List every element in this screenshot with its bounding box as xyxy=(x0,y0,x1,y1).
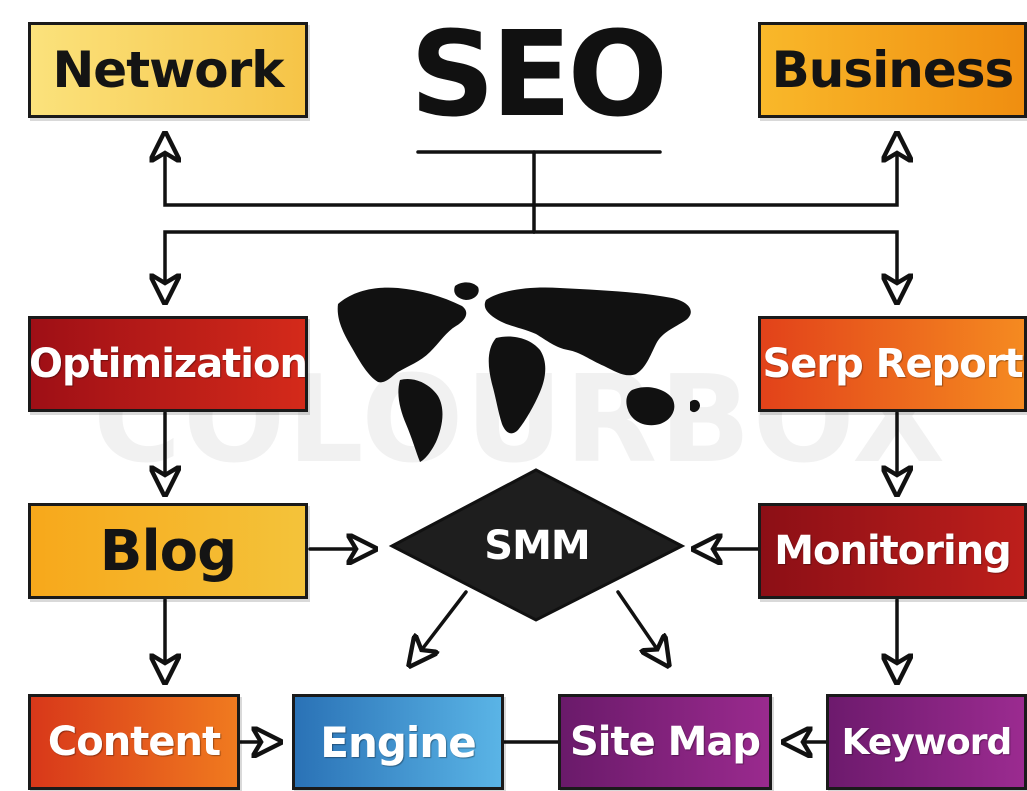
node-business-label: Business xyxy=(771,41,1015,99)
node-content-label: Content xyxy=(47,719,221,765)
node-keyword-label: Keyword xyxy=(841,721,1013,763)
smm-center-label: SMM xyxy=(484,523,590,569)
node-monitoring: Monitoring xyxy=(758,503,1027,599)
arrow-to-network xyxy=(165,134,536,207)
node-content: Content xyxy=(28,694,240,790)
node-site-map-label: Site Map xyxy=(569,719,761,765)
world-map-icon xyxy=(337,282,700,462)
node-optimization-label: Optimization xyxy=(29,341,307,387)
node-blog-label: Blog xyxy=(99,518,237,584)
arrow-smm-right xyxy=(616,590,668,665)
node-blog: Blog xyxy=(28,503,308,599)
arrow-to-optimization xyxy=(165,230,536,302)
node-engine: Engine xyxy=(292,694,504,790)
node-engine-label: Engine xyxy=(320,717,476,767)
node-business: Business xyxy=(758,22,1027,118)
arrow-to-serp-report xyxy=(532,230,897,302)
smm-diamond xyxy=(388,468,686,622)
node-site-map: Site Map xyxy=(558,694,772,790)
node-serp-report: Serp Report xyxy=(758,316,1027,412)
arrow-to-business xyxy=(532,134,897,207)
node-network: Network xyxy=(28,22,308,118)
node-optimization: Optimization xyxy=(28,316,308,412)
node-monitoring-label: Monitoring xyxy=(774,528,1012,574)
arrow-smm-left xyxy=(410,590,468,665)
node-network-label: Network xyxy=(52,41,284,99)
node-serp-report-label: Serp Report xyxy=(762,341,1023,387)
node-keyword: Keyword xyxy=(826,694,1027,790)
diagram-title: SEO xyxy=(410,5,668,143)
